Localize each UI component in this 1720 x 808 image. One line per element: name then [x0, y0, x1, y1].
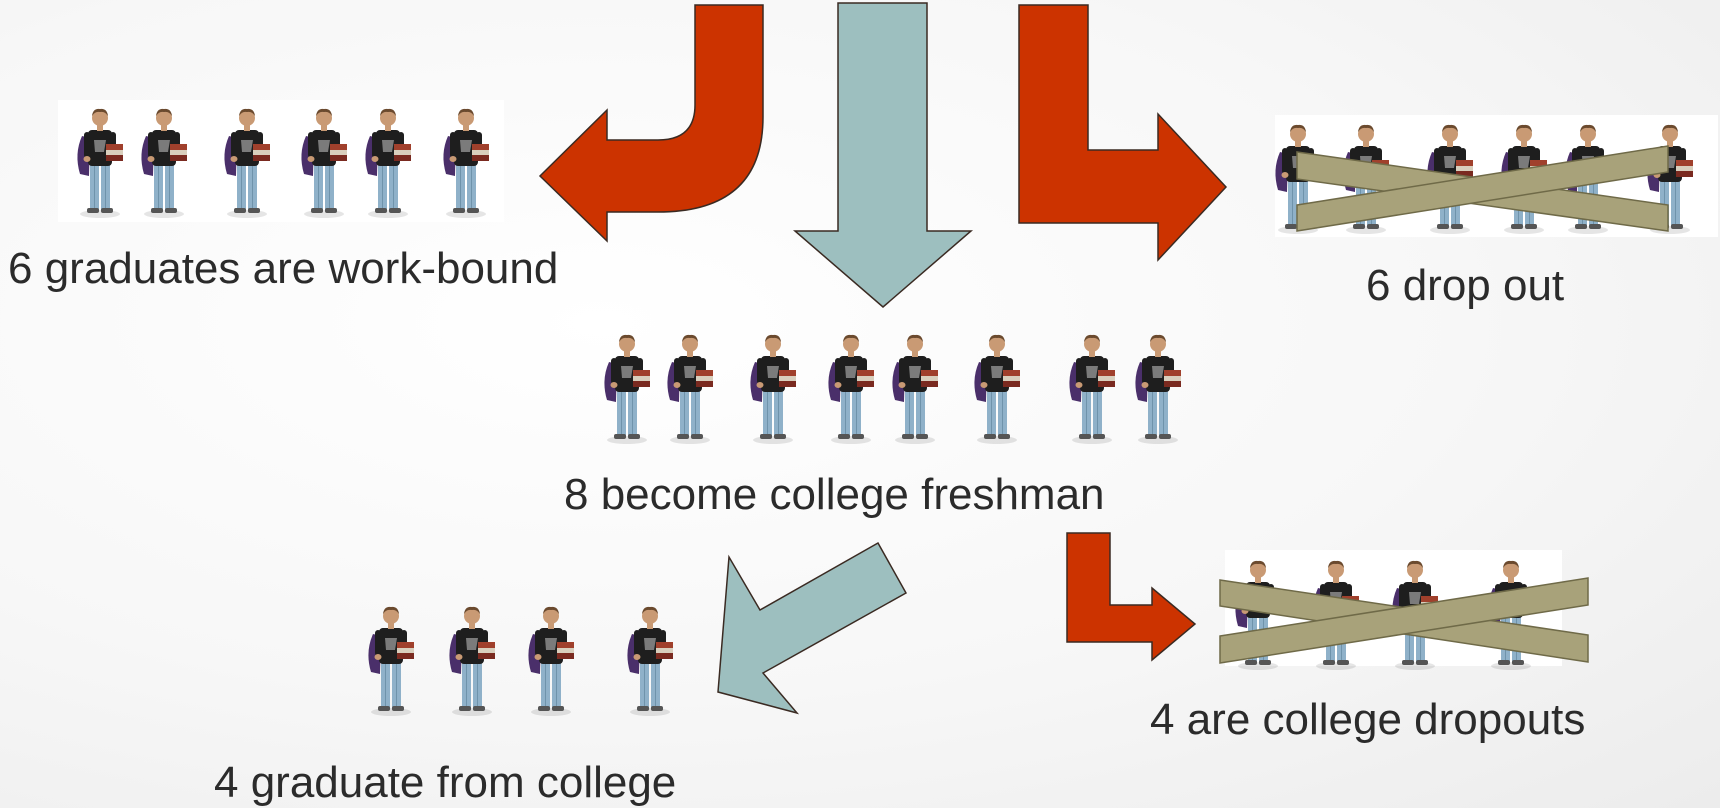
college-graduate-label: 4 graduate from college	[214, 758, 677, 807]
cross-out-icon	[1219, 577, 1589, 664]
college-graduate-arrow	[717, 541, 908, 715]
student-figure-icon	[749, 334, 797, 445]
student-figure-icon	[973, 334, 1021, 445]
student-figure-icon	[626, 606, 674, 717]
student-figure-icon	[827, 334, 875, 445]
college-dropout-arrow	[1066, 532, 1197, 662]
college-dropout-group	[1219, 550, 1589, 671]
college-dropout-label: 4 are college dropouts	[1150, 695, 1586, 744]
dropout-group	[1274, 115, 1718, 237]
student-figure-icon	[891, 334, 939, 445]
dropout-arrow	[1018, 4, 1228, 262]
student-figure-icon	[603, 334, 651, 445]
student-figure-icon	[666, 334, 714, 445]
dropout-label: 6 drop out	[1366, 261, 1565, 310]
freshman-group	[603, 334, 1182, 445]
student-figure-icon	[1068, 334, 1116, 445]
student-figure-icon	[527, 606, 575, 717]
work-bound-label: 6 graduates are work-bound	[8, 244, 559, 293]
college-graduate-group	[367, 606, 674, 717]
student-figure-icon	[367, 606, 415, 717]
freshman-label: 8 become college freshman	[564, 470, 1105, 519]
student-figure-icon	[448, 606, 496, 717]
freshman-arrow	[792, 2, 974, 308]
student-figure-icon	[1134, 334, 1182, 445]
work-bound-group	[58, 100, 504, 222]
cross-out-icon	[1296, 145, 1669, 232]
work-bound-arrow	[538, 4, 764, 243]
